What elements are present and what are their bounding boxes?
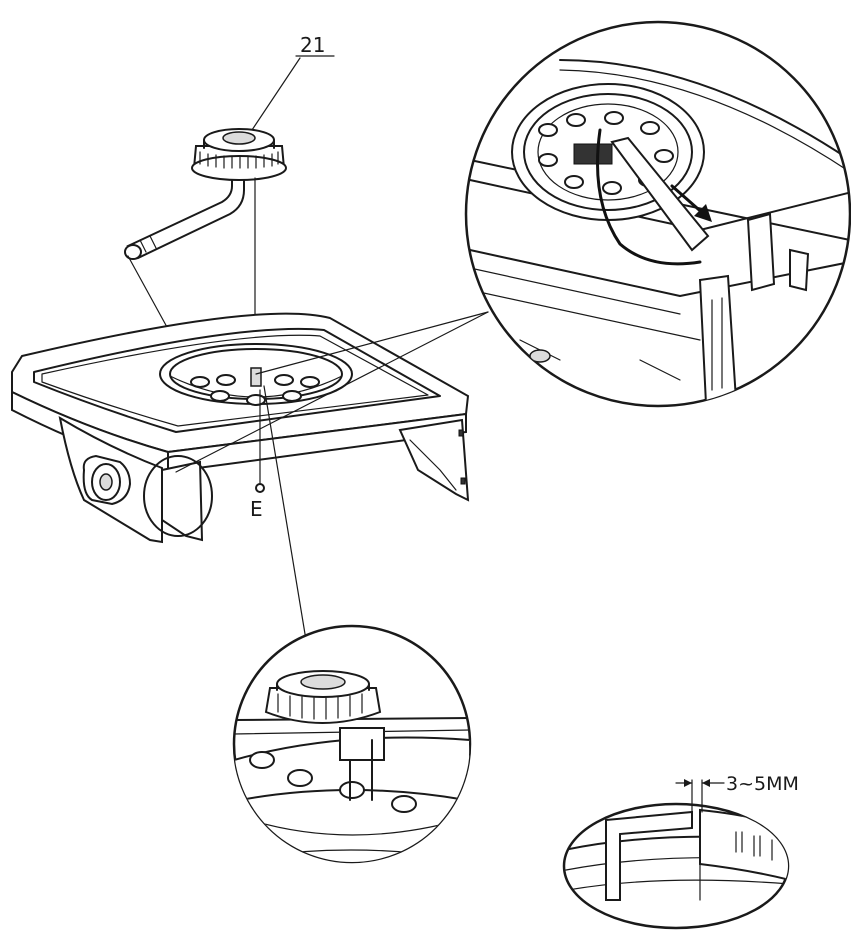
burner-cap-center	[222, 131, 256, 145]
electrode-label: E	[250, 497, 263, 521]
recess-hole	[190, 376, 210, 388]
detail-view-bottom-left	[232, 624, 472, 864]
detail-leader-top-1	[255, 311, 489, 375]
housing-left-bracket	[161, 460, 204, 542]
part-number-text: 21	[300, 33, 325, 57]
gas-tube-inlet	[124, 244, 142, 260]
electrode: E	[250, 389, 265, 521]
burner-cap-assembly	[124, 128, 287, 381]
part-label-21: 21	[251, 33, 335, 131]
gas-tube	[126, 171, 245, 260]
detail-gas-tube	[610, 136, 710, 252]
housing-inner-rim	[33, 327, 441, 433]
detail-view-top-right	[464, 20, 851, 408]
electrode-screw	[255, 483, 265, 493]
electrode-mount	[250, 367, 262, 387]
detail-view-gap: 3~5MM	[562, 773, 799, 930]
detail-burner-body	[264, 687, 382, 724]
housing-right-bracket	[398, 418, 470, 502]
detail-leader-bottom	[263, 385, 307, 641]
gap-dimension-label: 3~5MM	[726, 773, 799, 795]
detail-electrode-slot	[573, 143, 613, 165]
bracket-detail-marker	[143, 455, 213, 537]
detail-leader-top-2	[175, 311, 489, 473]
part-leader-line	[251, 57, 301, 131]
detail-electrode-wire	[596, 128, 702, 266]
cooktop-housing	[11, 312, 470, 544]
